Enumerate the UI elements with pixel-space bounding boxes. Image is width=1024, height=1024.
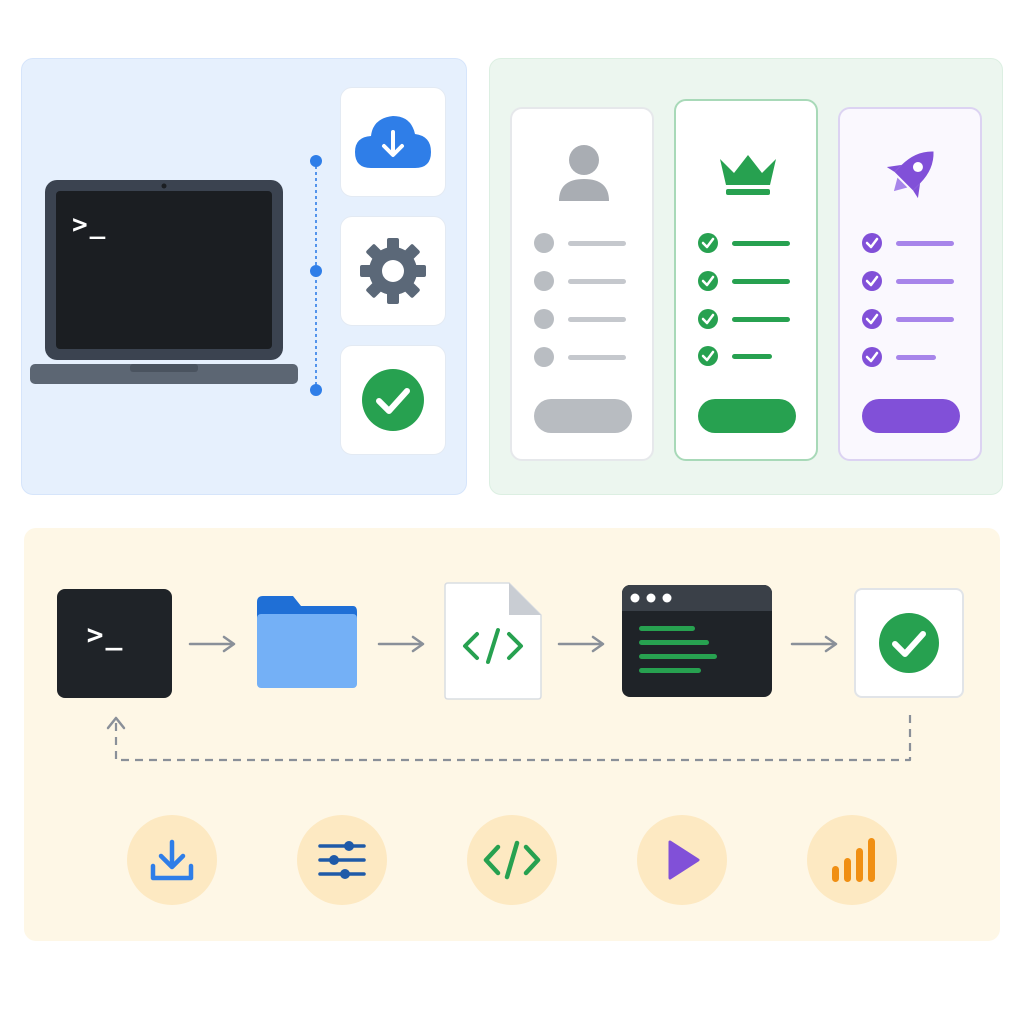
- step-connector: [310, 155, 322, 396]
- check-circle-icon: [879, 613, 939, 673]
- feature-list-launch: [862, 233, 954, 367]
- flow-arrow-2: [377, 635, 425, 653]
- code-icon: [483, 840, 541, 880]
- flow-arrow-3: [557, 635, 605, 653]
- rocket-icon: [886, 151, 934, 199]
- play-icon: [668, 840, 700, 880]
- terminal-icon: >_: [86, 618, 125, 651]
- feature-list-pro: [698, 233, 790, 366]
- terminal-prompt: >_: [72, 210, 108, 240]
- laptop-icon: [30, 180, 298, 384]
- flow-step-done[interactable]: [854, 588, 964, 698]
- flow-arrow-4: [790, 635, 838, 653]
- step-card-configure[interactable]: [340, 216, 446, 326]
- folder-icon[interactable]: [255, 594, 359, 690]
- select-plan-button-basic[interactable]: [534, 399, 632, 433]
- code-file-icon[interactable]: [443, 582, 543, 700]
- plan-card-pro[interactable]: [674, 99, 818, 461]
- flow-arrow-1: [188, 635, 236, 653]
- step-card-complete[interactable]: [340, 345, 446, 455]
- flow-step-terminal[interactable]: >_: [57, 589, 172, 698]
- console-window-icon[interactable]: [621, 584, 773, 698]
- analytics-button[interactable]: [807, 815, 897, 905]
- download-button[interactable]: [127, 815, 217, 905]
- plan-card-launch[interactable]: [838, 107, 982, 461]
- crown-icon: [720, 155, 776, 195]
- bar-chart-icon: [832, 838, 875, 882]
- settings-sliders-button[interactable]: [297, 815, 387, 905]
- download-icon: [150, 839, 194, 881]
- step-card-download[interactable]: [340, 87, 446, 197]
- check-circle-icon: [362, 369, 424, 431]
- gear-icon: [360, 238, 426, 304]
- plan-card-basic[interactable]: [510, 107, 654, 461]
- cloud-download-icon: [355, 116, 431, 168]
- select-plan-button-launch[interactable]: [862, 399, 960, 433]
- run-button[interactable]: [637, 815, 727, 905]
- feature-list-basic: [534, 233, 626, 367]
- sliders-icon: [318, 841, 366, 879]
- select-plan-button-pro[interactable]: [698, 399, 796, 433]
- user-icon: [559, 145, 609, 201]
- code-button[interactable]: [467, 815, 557, 905]
- loop-back-connector: [106, 715, 912, 762]
